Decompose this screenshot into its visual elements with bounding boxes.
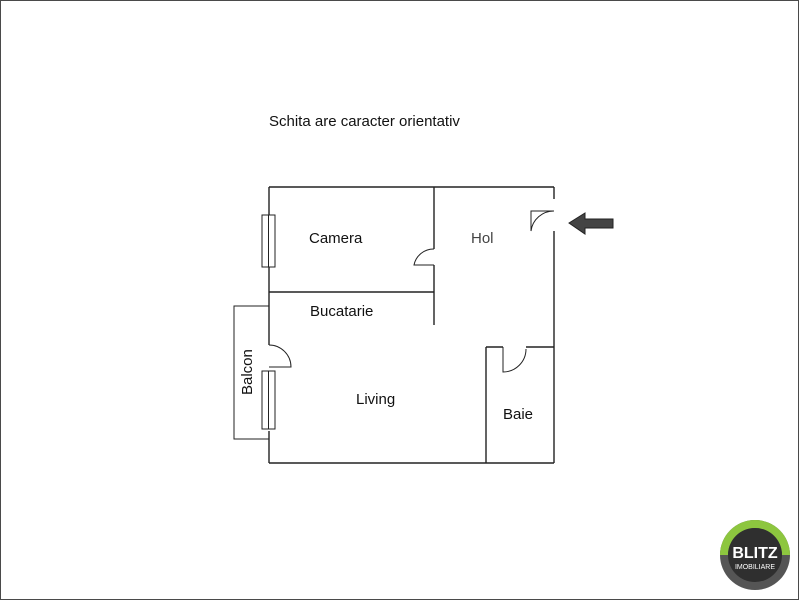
logo-sub-text: IMOBILIARE <box>735 564 775 571</box>
door-balcony <box>268 344 292 368</box>
interior-walls <box>269 187 554 463</box>
logo-accent-arc-2 <box>720 520 755 555</box>
logo-brand-text: BLITZ <box>732 545 778 562</box>
room-label-camera: Camera <box>309 230 363 247</box>
door-baie <box>502 347 527 373</box>
room-label-hol: Hol <box>471 230 494 247</box>
door-camera <box>413 248 435 266</box>
disclaimer-note: Schita are caracter orientativ <box>269 113 460 130</box>
logo-accent-arc <box>755 520 790 555</box>
entrance-arrow-icon <box>568 212 614 235</box>
blitz-logo: BLITZ IMOBILIARE <box>720 520 790 590</box>
room-label-balcon: Balcon <box>239 349 256 395</box>
window-living <box>261 370 276 430</box>
room-label-baie: Baie <box>503 406 533 423</box>
logo-core <box>728 528 782 582</box>
door-entrance <box>530 210 555 232</box>
room-label-bucatarie: Bucatarie <box>310 303 373 320</box>
balcony <box>233 305 269 440</box>
window-camera <box>261 214 276 268</box>
room-label-living: Living <box>356 391 395 408</box>
